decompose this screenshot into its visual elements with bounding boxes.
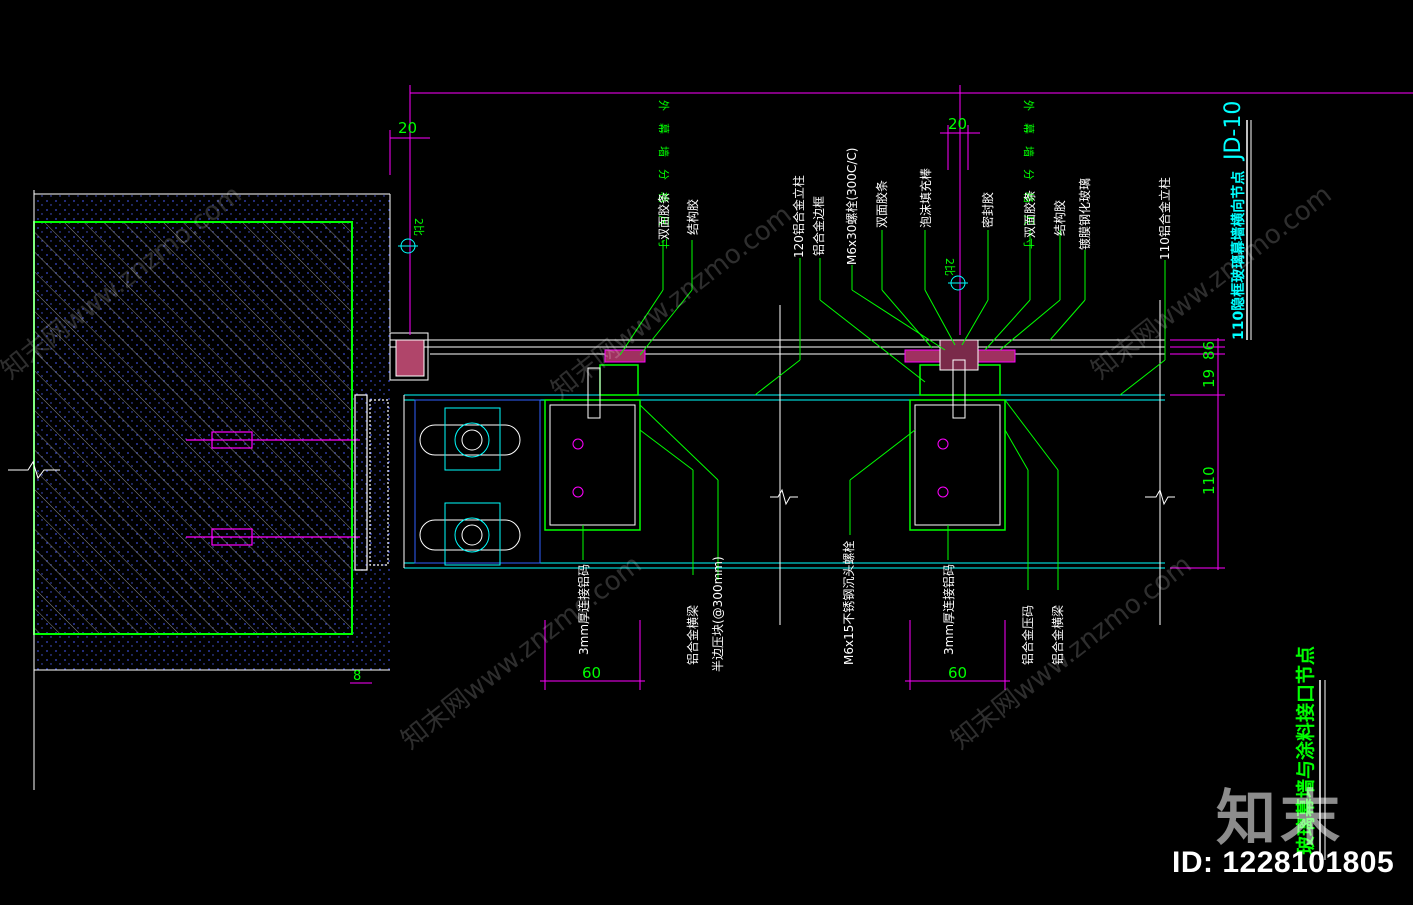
label-3mm-bracket-2: 3mm厚连接铝码: [941, 564, 956, 655]
label-double-tape-1: 双面胶条: [656, 192, 671, 240]
svg-text:知末网www.znzmo.com: 知末网www.znzmo.com: [396, 550, 648, 756]
dim-60-right: 60: [948, 664, 967, 682]
frame-lines: [389, 332, 1165, 569]
label-alu-frame: 铝合金边框: [811, 196, 826, 256]
scale-mark-left: 2比: [412, 218, 425, 236]
dim-8: 8: [353, 669, 361, 684]
anchor-bolts: [186, 394, 389, 571]
connector-bolts: [414, 399, 541, 566]
dimension-lines: [350, 85, 1413, 690]
label-alu-beam-1: 铝合金横梁: [685, 605, 700, 665]
scale-mark-right: 2比: [943, 258, 956, 276]
watermark-id: ID: 1228101805: [1172, 846, 1395, 879]
dim-20-left: 20: [398, 119, 417, 137]
dim-86: 86: [1200, 341, 1218, 360]
label-3mm-bracket-1: 3mm厚连接铝码: [576, 564, 591, 655]
break-lines: [770, 300, 1175, 625]
label-m6x15-screw: M6x15不锈钢沉头螺栓: [841, 541, 856, 665]
label-alu-clamp: 铝合金压码: [1020, 605, 1035, 665]
top-note-right: 外幕墙分格尺寸: [1022, 100, 1036, 261]
label-double-tape-2: 双面胶条: [874, 180, 889, 228]
concrete-wall: [8, 190, 391, 790]
section-markers: [398, 238, 968, 291]
label-foam-rod: 泡沫填充棒: [918, 168, 933, 228]
left-mullion: [544, 349, 646, 531]
right-mullion: [904, 339, 1016, 531]
dim-20-right: 20: [948, 115, 967, 133]
svg-text:知末网www.znzmo.com: 知末网www.znzmo.com: [946, 550, 1198, 756]
top-note-left: 外幕墙分格尺寸: [657, 100, 671, 261]
label-mullion-110: 110铝合金立柱: [1157, 177, 1172, 260]
label-structural-glue-1: 结构胶: [685, 199, 700, 235]
dim-110: 110: [1200, 466, 1218, 495]
node-code: JD-10: [1221, 101, 1246, 162]
watermark-logo: 知末: [1216, 784, 1344, 854]
svg-text:知末网www.znzmo.com: 知末网www.znzmo.com: [546, 200, 798, 406]
label-mullion-120: 120铝合金立柱: [791, 175, 806, 258]
label-structural-glue-2: 结构胶: [1052, 200, 1067, 236]
label-sealant: 密封胶: [980, 192, 995, 228]
label-alu-beam-2: 铝合金横梁: [1050, 605, 1065, 665]
dim-60-left: 60: [582, 664, 601, 682]
label-m6x30-bolt: M6x30螺栓(300C/C): [844, 148, 859, 265]
node-subtitle: 110隐框玻璃幕墙横向节点: [1230, 171, 1247, 340]
main-title: 玻璃幕墙与涂料接口节点: [1294, 646, 1317, 855]
dim-19: 19: [1200, 369, 1218, 388]
label-half-pressure-block: 半边压块(@300mm): [711, 556, 725, 672]
label-double-tape-3: 双面胶条: [1022, 190, 1037, 238]
leader-lines: [582, 230, 1166, 590]
label-coated-glass: 镀膜钢化玻璃: [1078, 178, 1092, 250]
